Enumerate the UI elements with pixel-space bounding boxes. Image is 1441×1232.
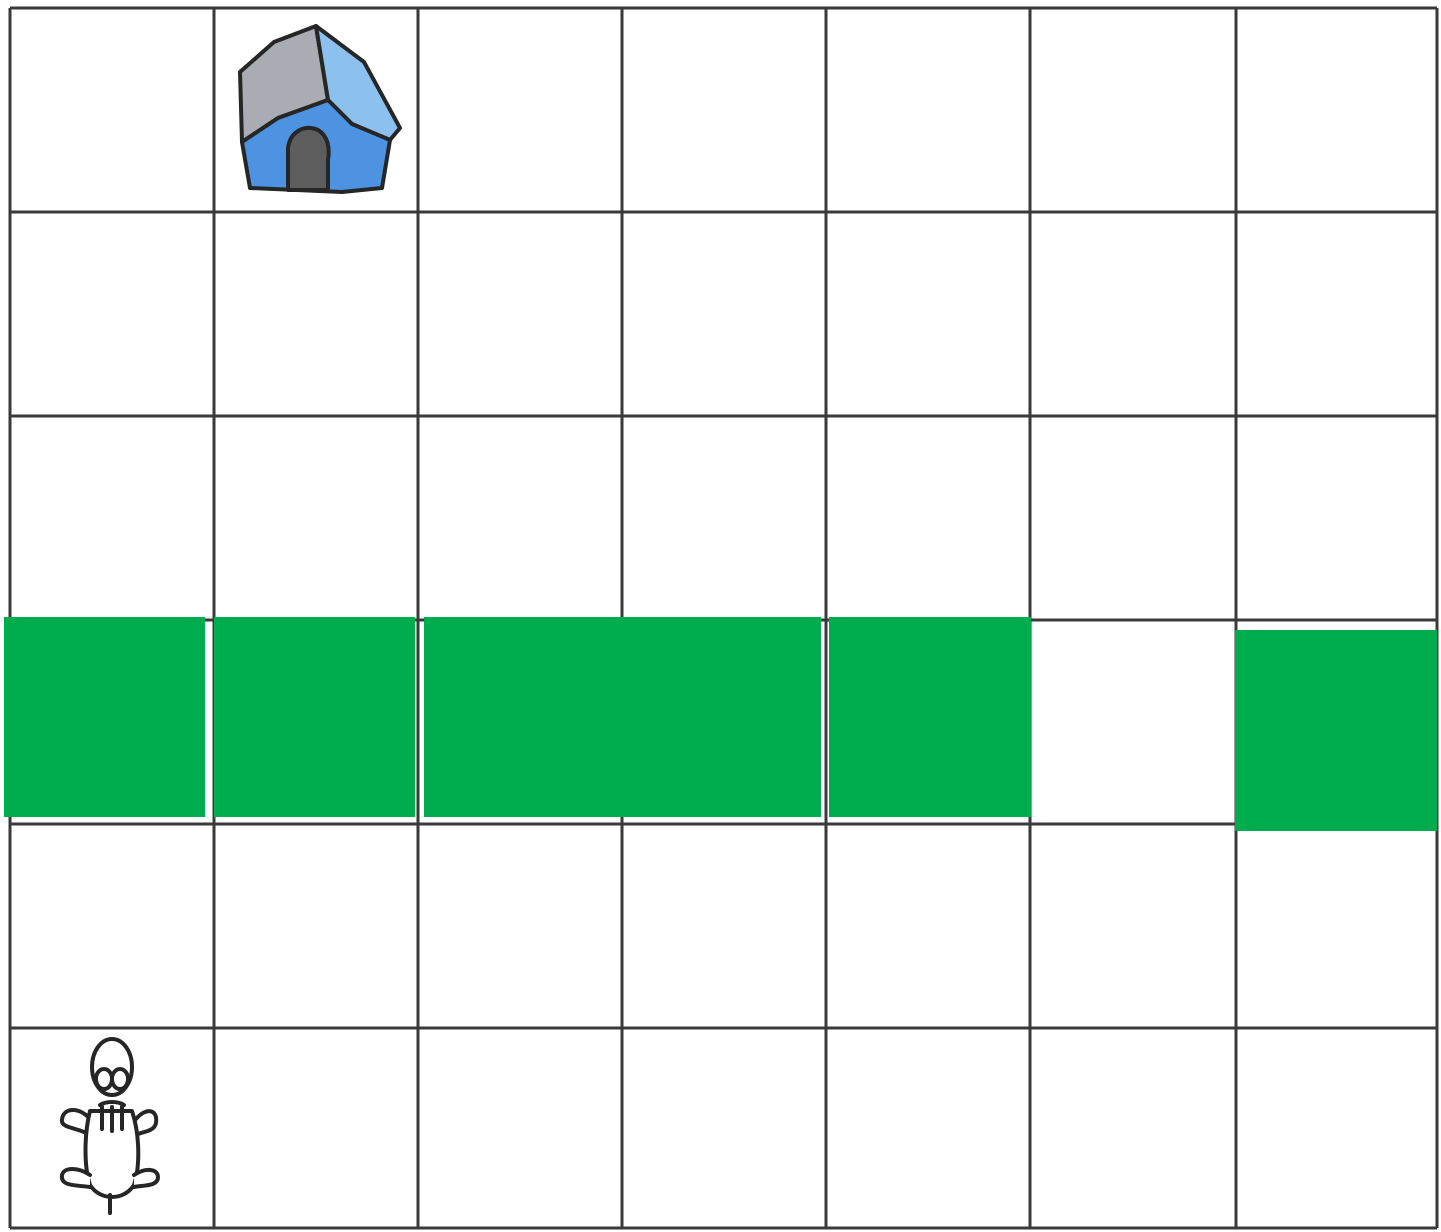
grid-cell-r2-c3[interactable] bbox=[418, 212, 622, 416]
grid-cell-r4-c6[interactable] bbox=[1030, 620, 1236, 824]
creature-left-foot bbox=[62, 1169, 90, 1187]
grid-cell-r3-c7[interactable] bbox=[1236, 416, 1437, 620]
grid-cell-r2-c1[interactable] bbox=[10, 212, 214, 416]
creature-mouth bbox=[100, 1102, 124, 1105]
grid-cell-r1-c7[interactable] bbox=[1236, 8, 1437, 212]
grid-cell-r6-c4[interactable] bbox=[622, 1028, 826, 1228]
grid-cell-r6-c2[interactable] bbox=[214, 1028, 418, 1228]
grid-cell-r3-c1[interactable] bbox=[10, 416, 214, 620]
grid-cell-r1-c6[interactable] bbox=[1030, 8, 1236, 212]
grid-cell-r3-c4[interactable] bbox=[622, 416, 826, 620]
creature-right-eye bbox=[112, 1069, 128, 1089]
grid-cell-r5-c7[interactable] bbox=[1236, 824, 1437, 1028]
grid-cell-r1-c1[interactable] bbox=[10, 8, 214, 212]
grid-cell-r6-c7[interactable] bbox=[1236, 1028, 1437, 1228]
grid-cell-r2-c6[interactable] bbox=[1030, 212, 1236, 416]
grid-cell-r5-c2[interactable] bbox=[214, 824, 418, 1028]
grid-cell-r3-c5[interactable] bbox=[826, 416, 1030, 620]
path-cell-r4-c1 bbox=[4, 617, 205, 817]
grid-cell-r3-c3[interactable] bbox=[418, 416, 622, 620]
grid-cell-r5-c6[interactable] bbox=[1030, 824, 1236, 1028]
grid-cell-r6-c6[interactable] bbox=[1030, 1028, 1236, 1228]
grid-cell-r5-c3[interactable] bbox=[418, 824, 622, 1028]
grid-cell-r1-c3[interactable] bbox=[418, 8, 622, 212]
grid-cell-r2-c7[interactable] bbox=[1236, 212, 1437, 416]
doghouse-door bbox=[288, 128, 329, 190]
grid-cell-r5-c1[interactable] bbox=[10, 824, 214, 1028]
path-cell-r4-c5 bbox=[829, 617, 1031, 817]
grid-cell-r6-c5[interactable] bbox=[826, 1028, 1030, 1228]
grid-cell-r6-c3[interactable] bbox=[418, 1028, 622, 1228]
grid-cell-r2-c2[interactable] bbox=[214, 212, 418, 416]
grid-cell-r2-c4[interactable] bbox=[622, 212, 826, 416]
grid-cell-r5-c5[interactable] bbox=[826, 824, 1030, 1028]
path-cell-r4-c2 bbox=[214, 617, 415, 817]
grid-cell-r5-c4[interactable] bbox=[622, 824, 826, 1028]
grid-cell-r1-c4[interactable] bbox=[622, 8, 826, 212]
grid-cell-r3-c2[interactable] bbox=[214, 416, 418, 620]
path-cell-r4-c3-c4 bbox=[424, 617, 821, 817]
grid-cell-r2-c5[interactable] bbox=[826, 212, 1030, 416]
grid-cell-r1-c5[interactable] bbox=[826, 8, 1030, 212]
path-cell-r4-c7 bbox=[1235, 630, 1437, 831]
creature-left-eye bbox=[96, 1069, 112, 1089]
creature-right-foot bbox=[134, 1170, 158, 1187]
grid-cell-r3-c6[interactable] bbox=[1030, 416, 1236, 620]
